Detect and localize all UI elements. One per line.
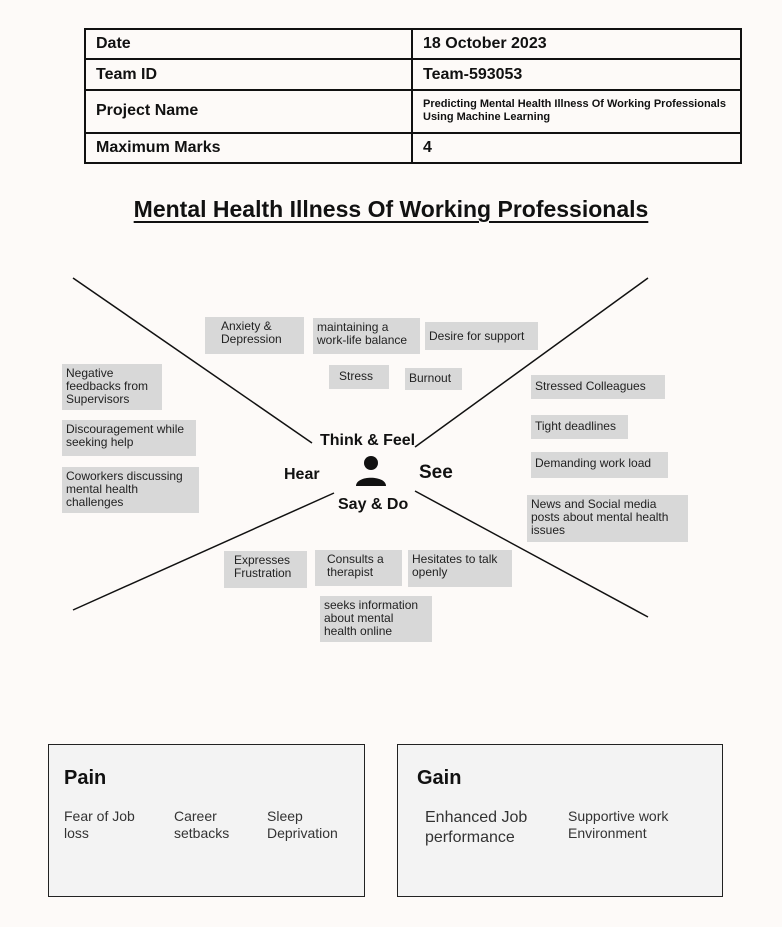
- hear-label: Hear: [284, 466, 320, 483]
- pain-item: Sleep Deprivation: [267, 808, 338, 841]
- gain-item: Supportive work Environment: [568, 808, 669, 841]
- divider-line-top-right: [414, 277, 649, 448]
- maximum-marks-label: Maximum Marks: [84, 131, 413, 165]
- pain-item: Career setbacks: [174, 808, 230, 841]
- sticky-note: maintaining a work-life balance: [313, 318, 420, 354]
- project-name-label: Project Name: [84, 88, 413, 134]
- pain-box: Pain Fear of Job loss Career setbacks Sl…: [48, 744, 365, 897]
- table-row: Team ID Team-593053: [84, 58, 742, 91]
- team-id-value: Team-593053: [411, 58, 742, 91]
- team-id-label: Team ID: [84, 58, 413, 91]
- divider-line-bottom-left: [72, 492, 335, 611]
- divider-line-top-left: [72, 277, 313, 444]
- project-name-value: Predicting Mental Health Illness Of Work…: [411, 88, 742, 134]
- gain-title: Gain: [417, 767, 462, 789]
- sticky-note: Discouragement while seeking help: [62, 420, 196, 456]
- sticky-note: Consults a therapist: [315, 550, 402, 586]
- table-row: Maximum Marks 4: [84, 131, 742, 165]
- sticky-note: Anxiety & Depression: [205, 317, 304, 354]
- page-title-text: Mental Health Illness Of Working Profess…: [133, 196, 649, 222]
- date-value: 18 October 2023: [411, 27, 742, 61]
- gain-item: Enhanced Job performance: [425, 809, 528, 846]
- sticky-note: seeks information about mental health on…: [320, 596, 432, 642]
- table-row: Project Name Predicting Mental Health Il…: [84, 88, 742, 134]
- sticky-note: Coworkers discussing mental health chall…: [62, 467, 199, 513]
- table-row: Date 18 October 2023: [84, 27, 742, 61]
- sticky-note: Hesitates to talk openly: [408, 550, 512, 587]
- pain-title: Pain: [64, 767, 107, 789]
- sticky-note: Tight deadlines: [531, 415, 628, 439]
- sticky-note: Stress: [329, 365, 389, 389]
- sticky-note: Desire for support: [425, 322, 538, 350]
- sticky-note: Stressed Colleagues: [531, 375, 665, 399]
- sticky-note: Demanding work load: [531, 452, 668, 478]
- think-feel-label: Think & Feel: [320, 432, 416, 449]
- pain-item: Fear of Job loss: [64, 808, 135, 841]
- page-title: Mental Health Illness Of Working Profess…: [0, 196, 782, 223]
- maximum-marks-value: 4: [411, 131, 742, 165]
- divider-line-bottom-right: [414, 490, 649, 618]
- see-label: See: [419, 462, 453, 483]
- say-do-label: Say & Do: [338, 496, 409, 513]
- sticky-note: News and Social media posts about mental…: [527, 495, 688, 542]
- info-table: Date 18 October 2023 Team ID Team-593053…: [84, 27, 742, 165]
- user-icon: [356, 456, 386, 486]
- date-label: Date: [84, 27, 413, 61]
- sticky-note: Expresses Frustration: [224, 551, 307, 588]
- sticky-note: Burnout: [405, 368, 462, 390]
- sticky-note: Negative feedbacks from Supervisors: [62, 364, 162, 410]
- gain-box: Gain Enhanced Job performance Supportive…: [397, 744, 723, 897]
